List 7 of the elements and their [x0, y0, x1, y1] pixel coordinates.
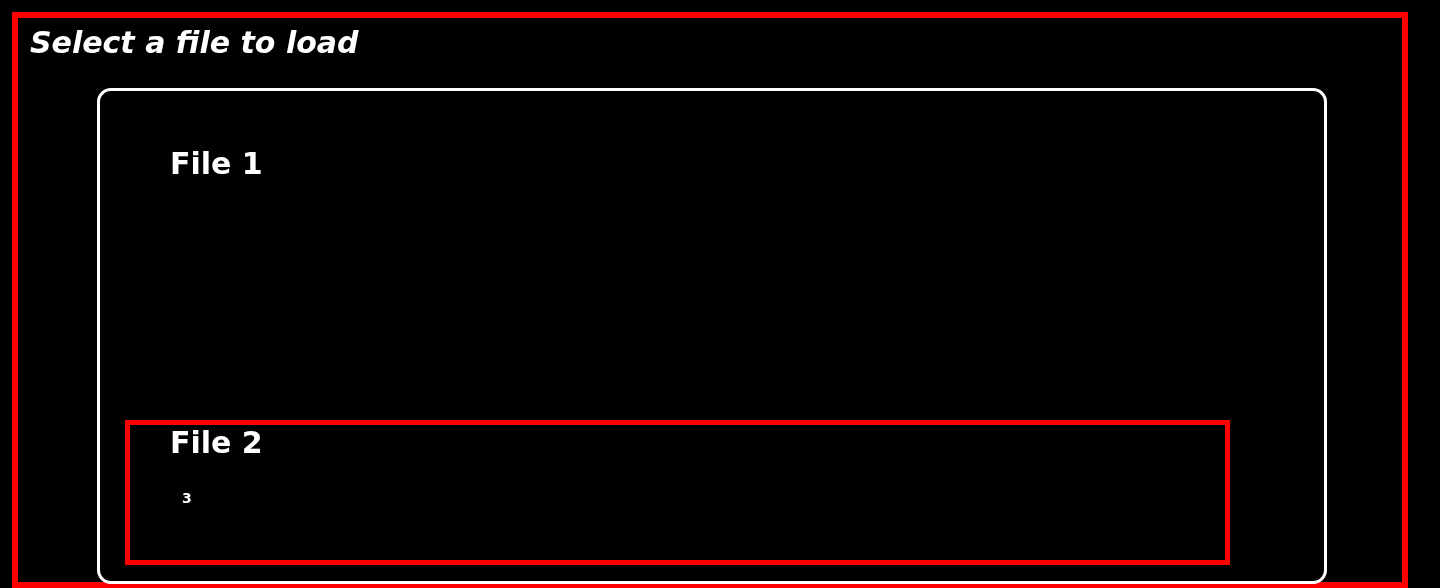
- selected-file-item: [125, 420, 1230, 565]
- file-detail: 3: [182, 491, 192, 505]
- dialog-frame: [12, 12, 1408, 588]
- file-list-panel: [97, 88, 1327, 584]
- file-name: File 1: [170, 149, 263, 179]
- dialog-title: Select a file to load: [30, 28, 359, 58]
- file-name: File 2: [170, 428, 263, 458]
